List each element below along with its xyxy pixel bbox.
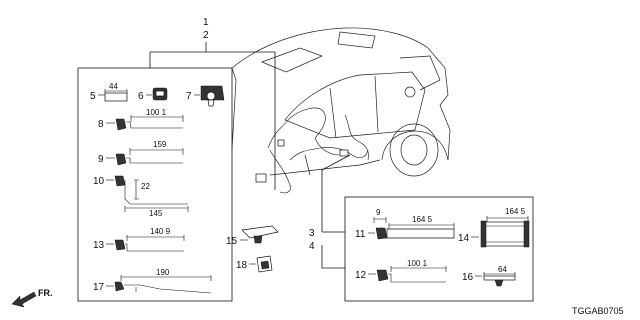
- callout-17: 17: [93, 282, 105, 293]
- callout-3: 3: [309, 228, 315, 239]
- callout-1: 1: [203, 17, 209, 28]
- callout-8: 8: [98, 119, 104, 130]
- part-7-clip: [200, 85, 225, 107]
- part-10-band: [114, 175, 188, 205]
- diagram-code: TGGAB0705: [572, 306, 624, 316]
- dim-13: 140 9: [150, 227, 171, 236]
- dimline-11a: [373, 217, 387, 223]
- front-direction-arrow-icon: [11, 291, 37, 308]
- part-18-connector: [256, 255, 273, 273]
- part-9-band: [115, 153, 183, 166]
- part-15-clip: [241, 225, 279, 244]
- callout-1-2-leader: [149, 42, 276, 190]
- part-5-clip: [104, 92, 128, 102]
- right-parts-box: [344, 196, 534, 302]
- dimline-8: [130, 115, 184, 122]
- dim-14: 164 5: [505, 207, 526, 216]
- left-parts-box: [77, 67, 233, 302]
- callout-6: 6: [138, 91, 144, 102]
- dimline-13: [126, 235, 185, 241]
- dimline-12: [390, 266, 447, 272]
- dim-8: 100 1: [146, 108, 167, 117]
- part-6-clip: [152, 87, 168, 101]
- dimline-11b: [388, 223, 455, 229]
- callout-4: 4: [309, 241, 315, 252]
- dim-12: 100 1: [407, 259, 428, 268]
- dim-17: 190: [156, 268, 170, 277]
- callout-16: 16: [462, 272, 474, 283]
- dimline-10b: [124, 206, 189, 212]
- part-16-clip: [483, 275, 516, 287]
- dim-10a: 22: [141, 182, 150, 191]
- dim-9: 159: [153, 140, 167, 149]
- callout-3-4-leader-box: [321, 231, 345, 269]
- callout-9: 9: [98, 154, 104, 165]
- dim-5: 44: [109, 82, 118, 91]
- part-17-band: [114, 281, 212, 294]
- callout-3-4-leader-car: [321, 154, 351, 232]
- callout-11: 11: [355, 229, 366, 240]
- dimline-14: [486, 216, 529, 222]
- dimline-17: [120, 275, 212, 281]
- dim-10b: 145: [149, 209, 163, 218]
- part-8-band: [115, 118, 183, 131]
- callout-12: 12: [355, 270, 367, 281]
- callout-15: 15: [226, 236, 238, 247]
- dim-16: 64: [498, 265, 507, 274]
- callout-13: 13: [93, 240, 105, 251]
- callout-5: 5: [90, 91, 96, 102]
- vehicle-illustration: [231, 27, 451, 194]
- callout-10: 10: [93, 176, 105, 187]
- callout-7: 7: [186, 91, 192, 102]
- dimline-9: [129, 148, 184, 155]
- part-11-band: [375, 227, 455, 240]
- callout-14: 14: [458, 233, 470, 244]
- dimline-10a: [134, 179, 139, 200]
- part-14-protector: [480, 220, 530, 248]
- part-12-band: [376, 269, 446, 283]
- dim-11a: 9: [376, 208, 381, 217]
- part-13-band: [114, 239, 184, 252]
- callout-18: 18: [236, 260, 248, 271]
- dim-11b: 164 5: [412, 215, 433, 224]
- callout-2: 2: [203, 30, 209, 41]
- front-direction-label: FR.: [38, 288, 53, 298]
